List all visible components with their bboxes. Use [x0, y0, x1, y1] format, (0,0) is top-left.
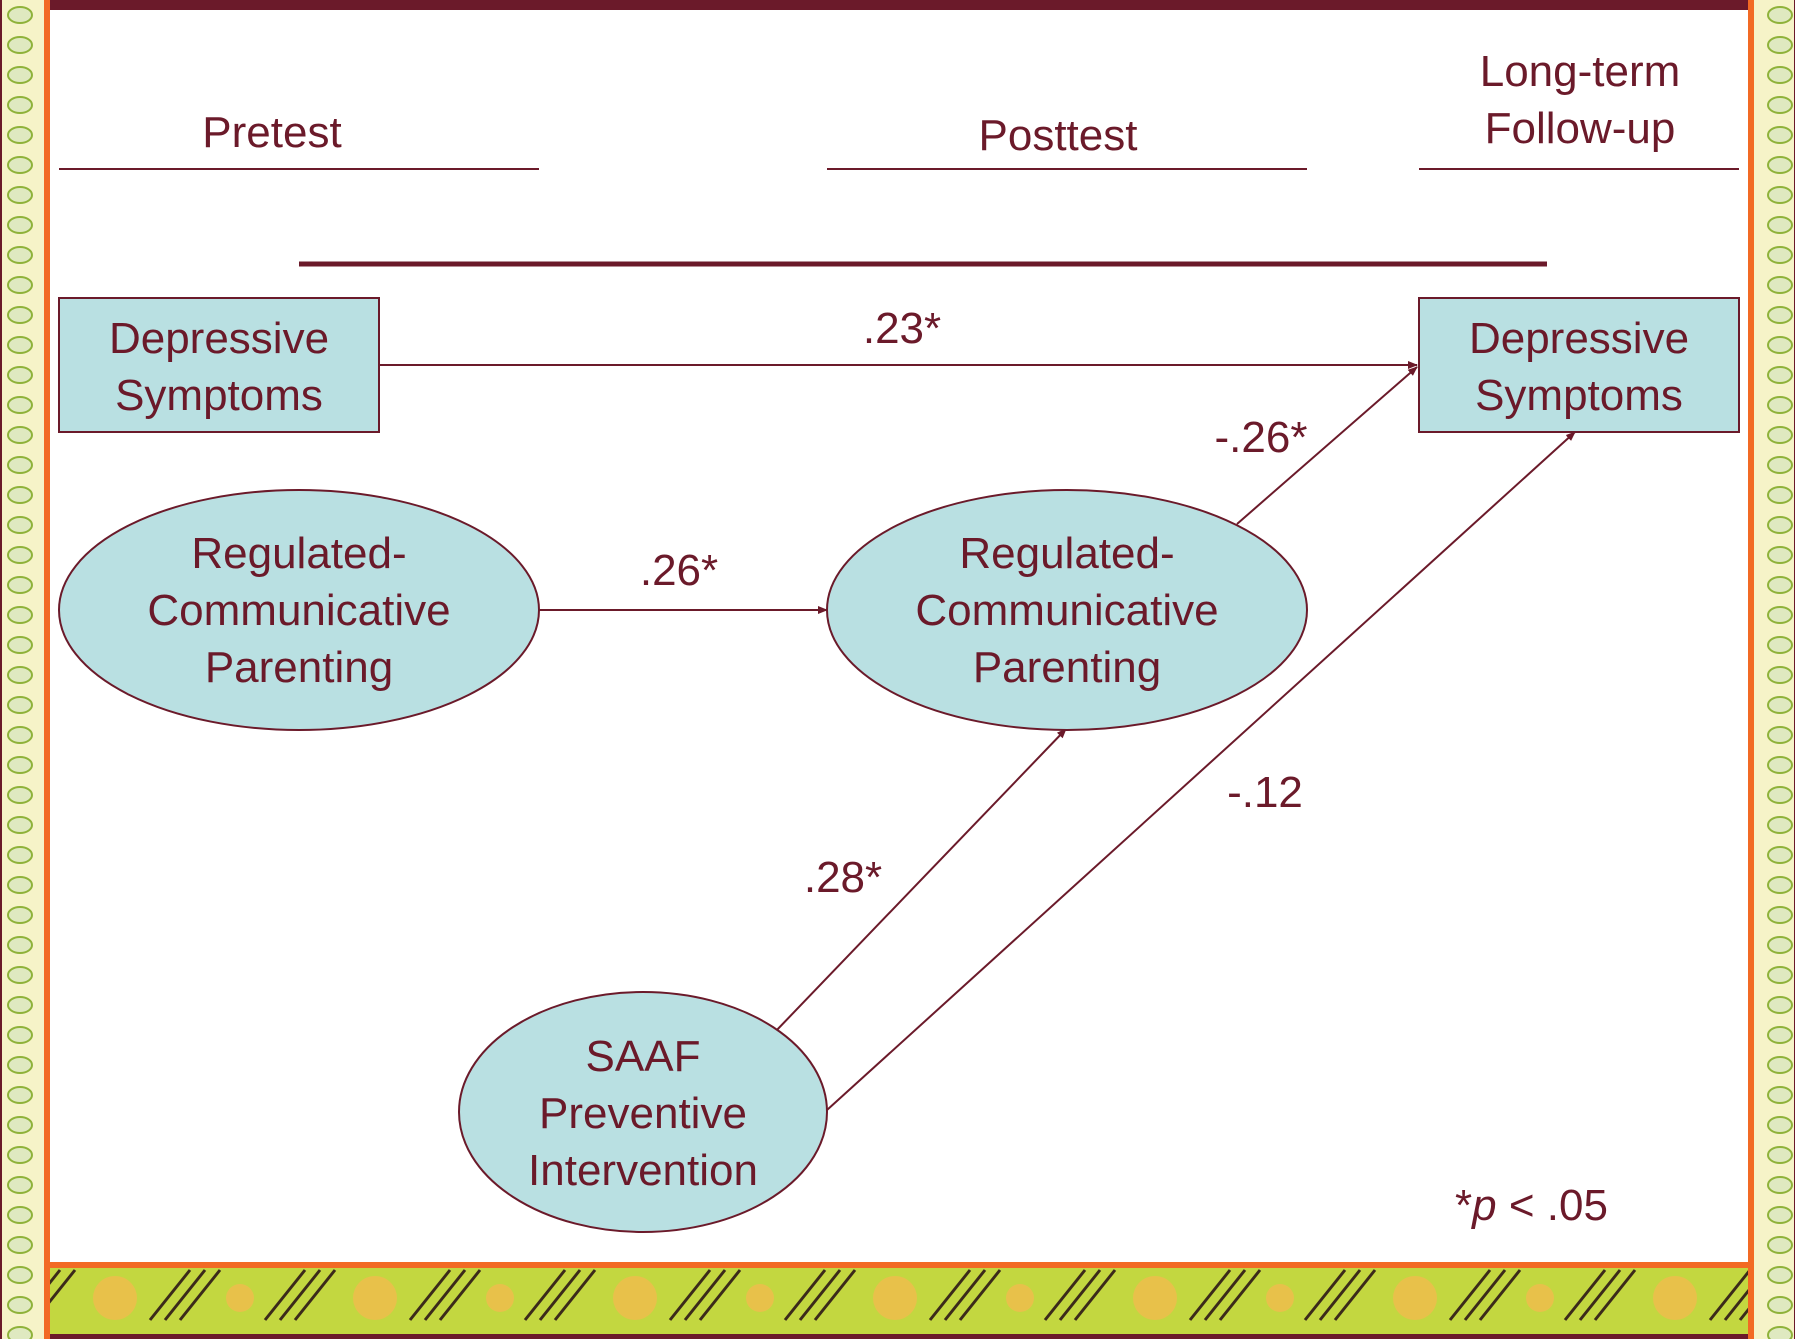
node-depressive-symptoms-pretest: Depressive Symptoms: [58, 297, 380, 433]
node-label-line: Communicative: [147, 586, 450, 635]
coefficient-parenting-post-to-follow: -.26*: [1215, 413, 1308, 462]
node-saaf-intervention: SAAF Preventive Intervention: [458, 991, 828, 1233]
coefficient-depressive-pre-to-follow: .23*: [863, 304, 941, 353]
bottom-pattern-band: [50, 1268, 1748, 1334]
column-header-pretest: Pretest: [202, 108, 341, 157]
coefficient-saaf-to-parenting-post: .28*: [804, 853, 882, 902]
node-label-line: Symptoms: [1475, 371, 1683, 420]
node-label-line: Regulated-: [959, 529, 1174, 578]
node-label-line: Symptoms: [115, 371, 323, 420]
node-parenting-pretest: Regulated- Communicative Parenting: [58, 489, 540, 731]
path-parenting-post-to-follow: [1236, 366, 1418, 525]
significance-note: *p < .05: [1455, 1181, 1608, 1230]
coefficient-saaf-to-follow: -.12: [1227, 768, 1303, 817]
path-saaf-to-follow: [826, 431, 1576, 1111]
left-border-strip: [2, 0, 46, 1339]
coefficient-parenting-pre-to-post: .26*: [640, 546, 718, 595]
note-star: *: [1455, 1181, 1472, 1230]
node-parenting-posttest: Regulated- Communicative Parenting: [826, 489, 1308, 731]
node-depressive-symptoms-followup: Depressive Symptoms: [1418, 297, 1740, 433]
node-label-line: Intervention: [528, 1146, 758, 1195]
path-saaf-to-parenting-post: [773, 728, 1067, 1034]
column-header-followup-line2: Follow-up: [1485, 104, 1676, 153]
node-label-line: Depressive: [109, 314, 329, 363]
note-rest: < .05: [1497, 1181, 1608, 1230]
node-label-line: Regulated-: [191, 529, 406, 578]
node-label-line: SAAF: [586, 1032, 701, 1081]
node-label-line: Communicative: [915, 586, 1218, 635]
column-header-posttest: Posttest: [979, 111, 1138, 160]
column-header-followup-line1: Long-term: [1480, 47, 1681, 96]
node-label-line: Preventive: [539, 1089, 747, 1138]
node-label-line: Parenting: [973, 643, 1161, 692]
note-p: p: [1470, 1181, 1496, 1230]
node-label-line: Parenting: [205, 643, 393, 692]
right-border-strip: [1750, 0, 1794, 1339]
node-label-line: Depressive: [1469, 314, 1689, 363]
